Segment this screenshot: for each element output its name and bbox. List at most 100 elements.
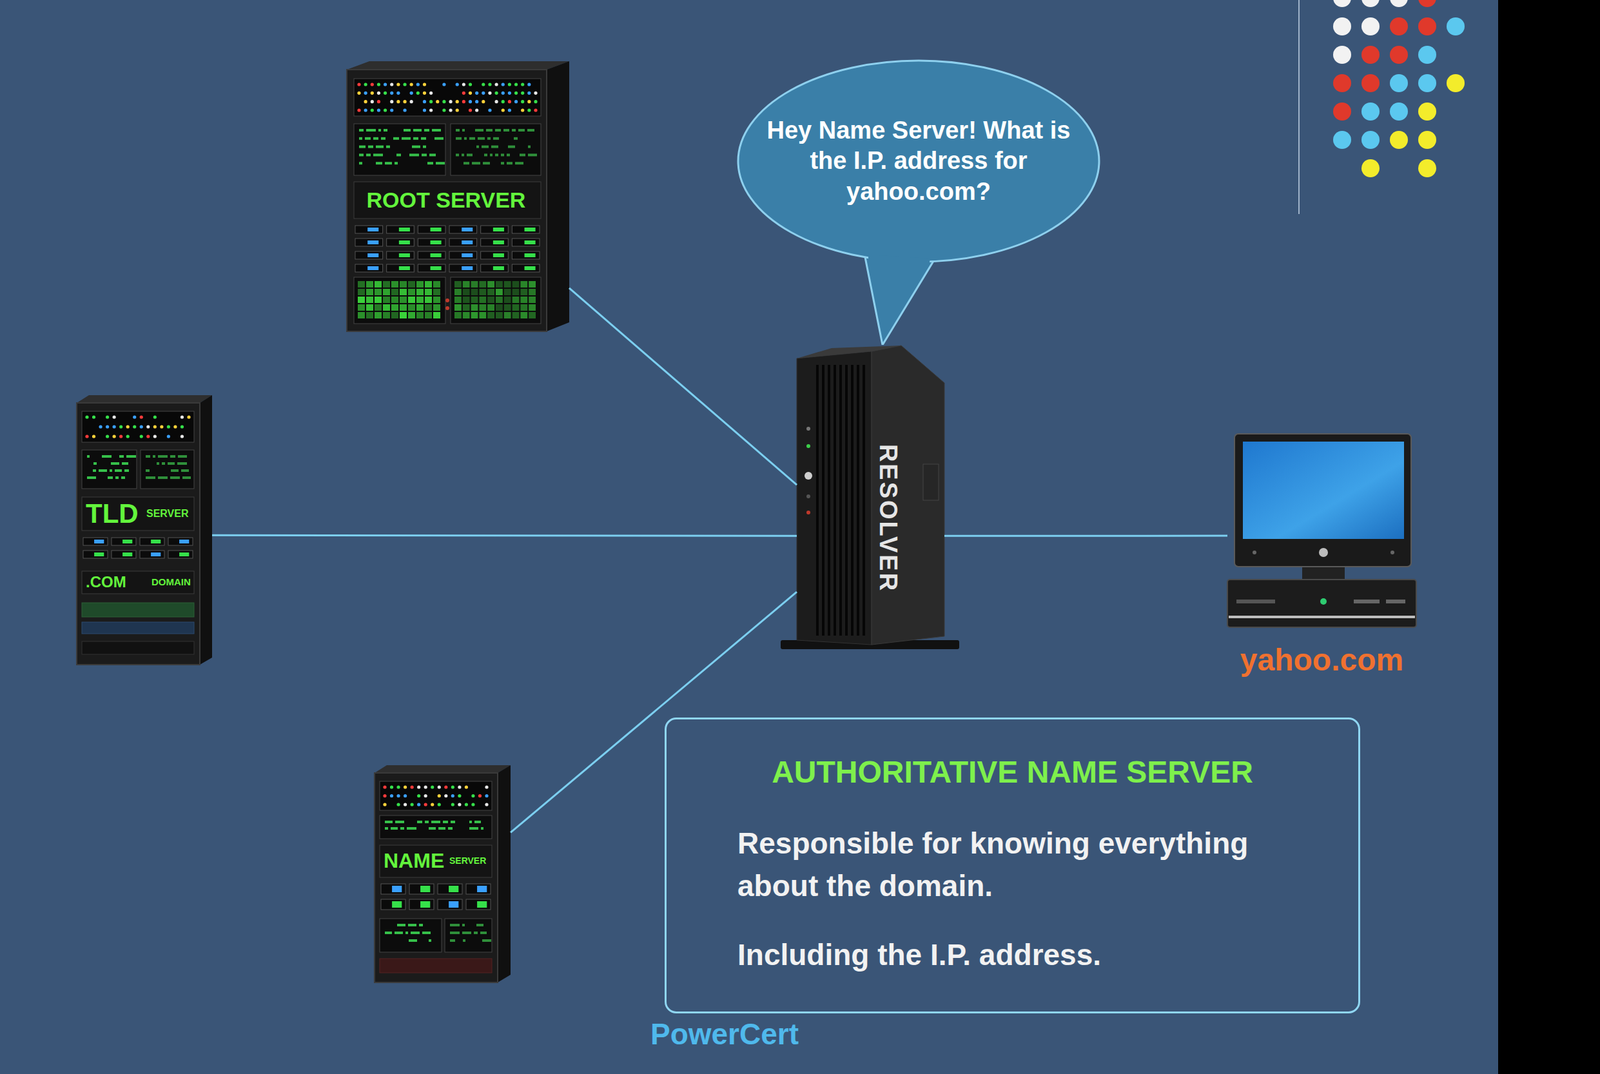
grid-cell [391,304,399,311]
slot [437,883,463,895]
status-bar [366,153,371,157]
status-bar [469,137,476,140]
status-bar [469,820,472,824]
slot-light [179,539,189,544]
led [455,82,459,86]
grid-cell [462,312,470,319]
status-bar [359,145,366,149]
led [403,794,407,798]
slot-rows [380,883,491,910]
status-bar [406,827,417,830]
status-panel [444,918,492,953]
status-bar [476,145,479,149]
led [429,99,433,104]
monitor-button [1390,550,1395,555]
status-bar [152,455,156,458]
led [442,99,446,104]
pattern-dot [1418,17,1437,36]
led [430,802,434,806]
grid-cell [357,304,365,311]
led [105,415,109,419]
grid-cell [424,281,432,288]
grid-cell [399,304,407,311]
status-bar [428,939,432,942]
grid-cell [495,288,503,296]
led [409,82,414,86]
status-bar [170,455,176,458]
led [501,82,505,86]
pattern-dot [1389,45,1408,64]
grid-panel [450,277,541,324]
led [126,424,130,429]
led [402,82,407,86]
status-bar [167,462,175,465]
tower-vents [817,364,864,636]
led [383,108,387,112]
slot-light [399,240,410,245]
led [457,802,461,806]
status-bar [145,469,150,472]
bubble-joint [868,254,931,266]
led [370,108,374,112]
led [527,108,531,112]
status-bar [177,455,187,458]
status-bar [156,462,160,465]
slot [380,883,406,895]
status-bar [442,820,449,824]
slot [480,264,509,273]
led [448,108,452,112]
led [146,424,150,429]
grid-cell [357,281,365,288]
slot [437,899,463,910]
pattern-dot [1333,74,1352,93]
slot-light [477,885,487,893]
led [382,802,387,806]
led [455,99,459,104]
status-bar [431,820,441,824]
status-bar [464,137,467,140]
status-bar [393,137,400,140]
slot-light [399,253,410,258]
led [484,794,488,798]
server-label: TLD [85,497,146,531]
status-bar [466,153,473,157]
pattern-dot [1333,102,1352,121]
slot-light [493,227,505,232]
status-bar [482,161,490,165]
grid-cell [504,281,512,288]
led [92,415,96,419]
status-bar [368,145,374,149]
slot-light [524,253,536,258]
pattern-dot [1361,45,1380,64]
status-bar [405,931,409,935]
vent-slot [850,364,854,636]
status-bar [413,128,422,132]
status-panel [353,123,446,176]
grid-cell [454,288,462,296]
status-bar [87,476,97,479]
monitor-screen [1242,441,1405,539]
status-bar [474,820,481,824]
server-top [374,765,511,773]
led [377,99,381,104]
status-bar [408,923,417,927]
slot [480,238,509,247]
pattern-dot [1418,74,1437,93]
slot [417,225,446,234]
slot [111,550,137,559]
grid-cell [357,288,365,296]
slot-light [461,240,473,245]
connector-line [944,535,1228,537]
led [409,91,414,95]
grid-cells [454,281,536,319]
grid-cell [528,281,536,288]
slot-light [461,266,473,271]
slot [409,899,434,910]
led [166,424,171,429]
slot-light [150,539,161,544]
status-bar [424,820,429,824]
slot [417,264,446,273]
slot-light [461,253,473,258]
led [357,108,361,112]
